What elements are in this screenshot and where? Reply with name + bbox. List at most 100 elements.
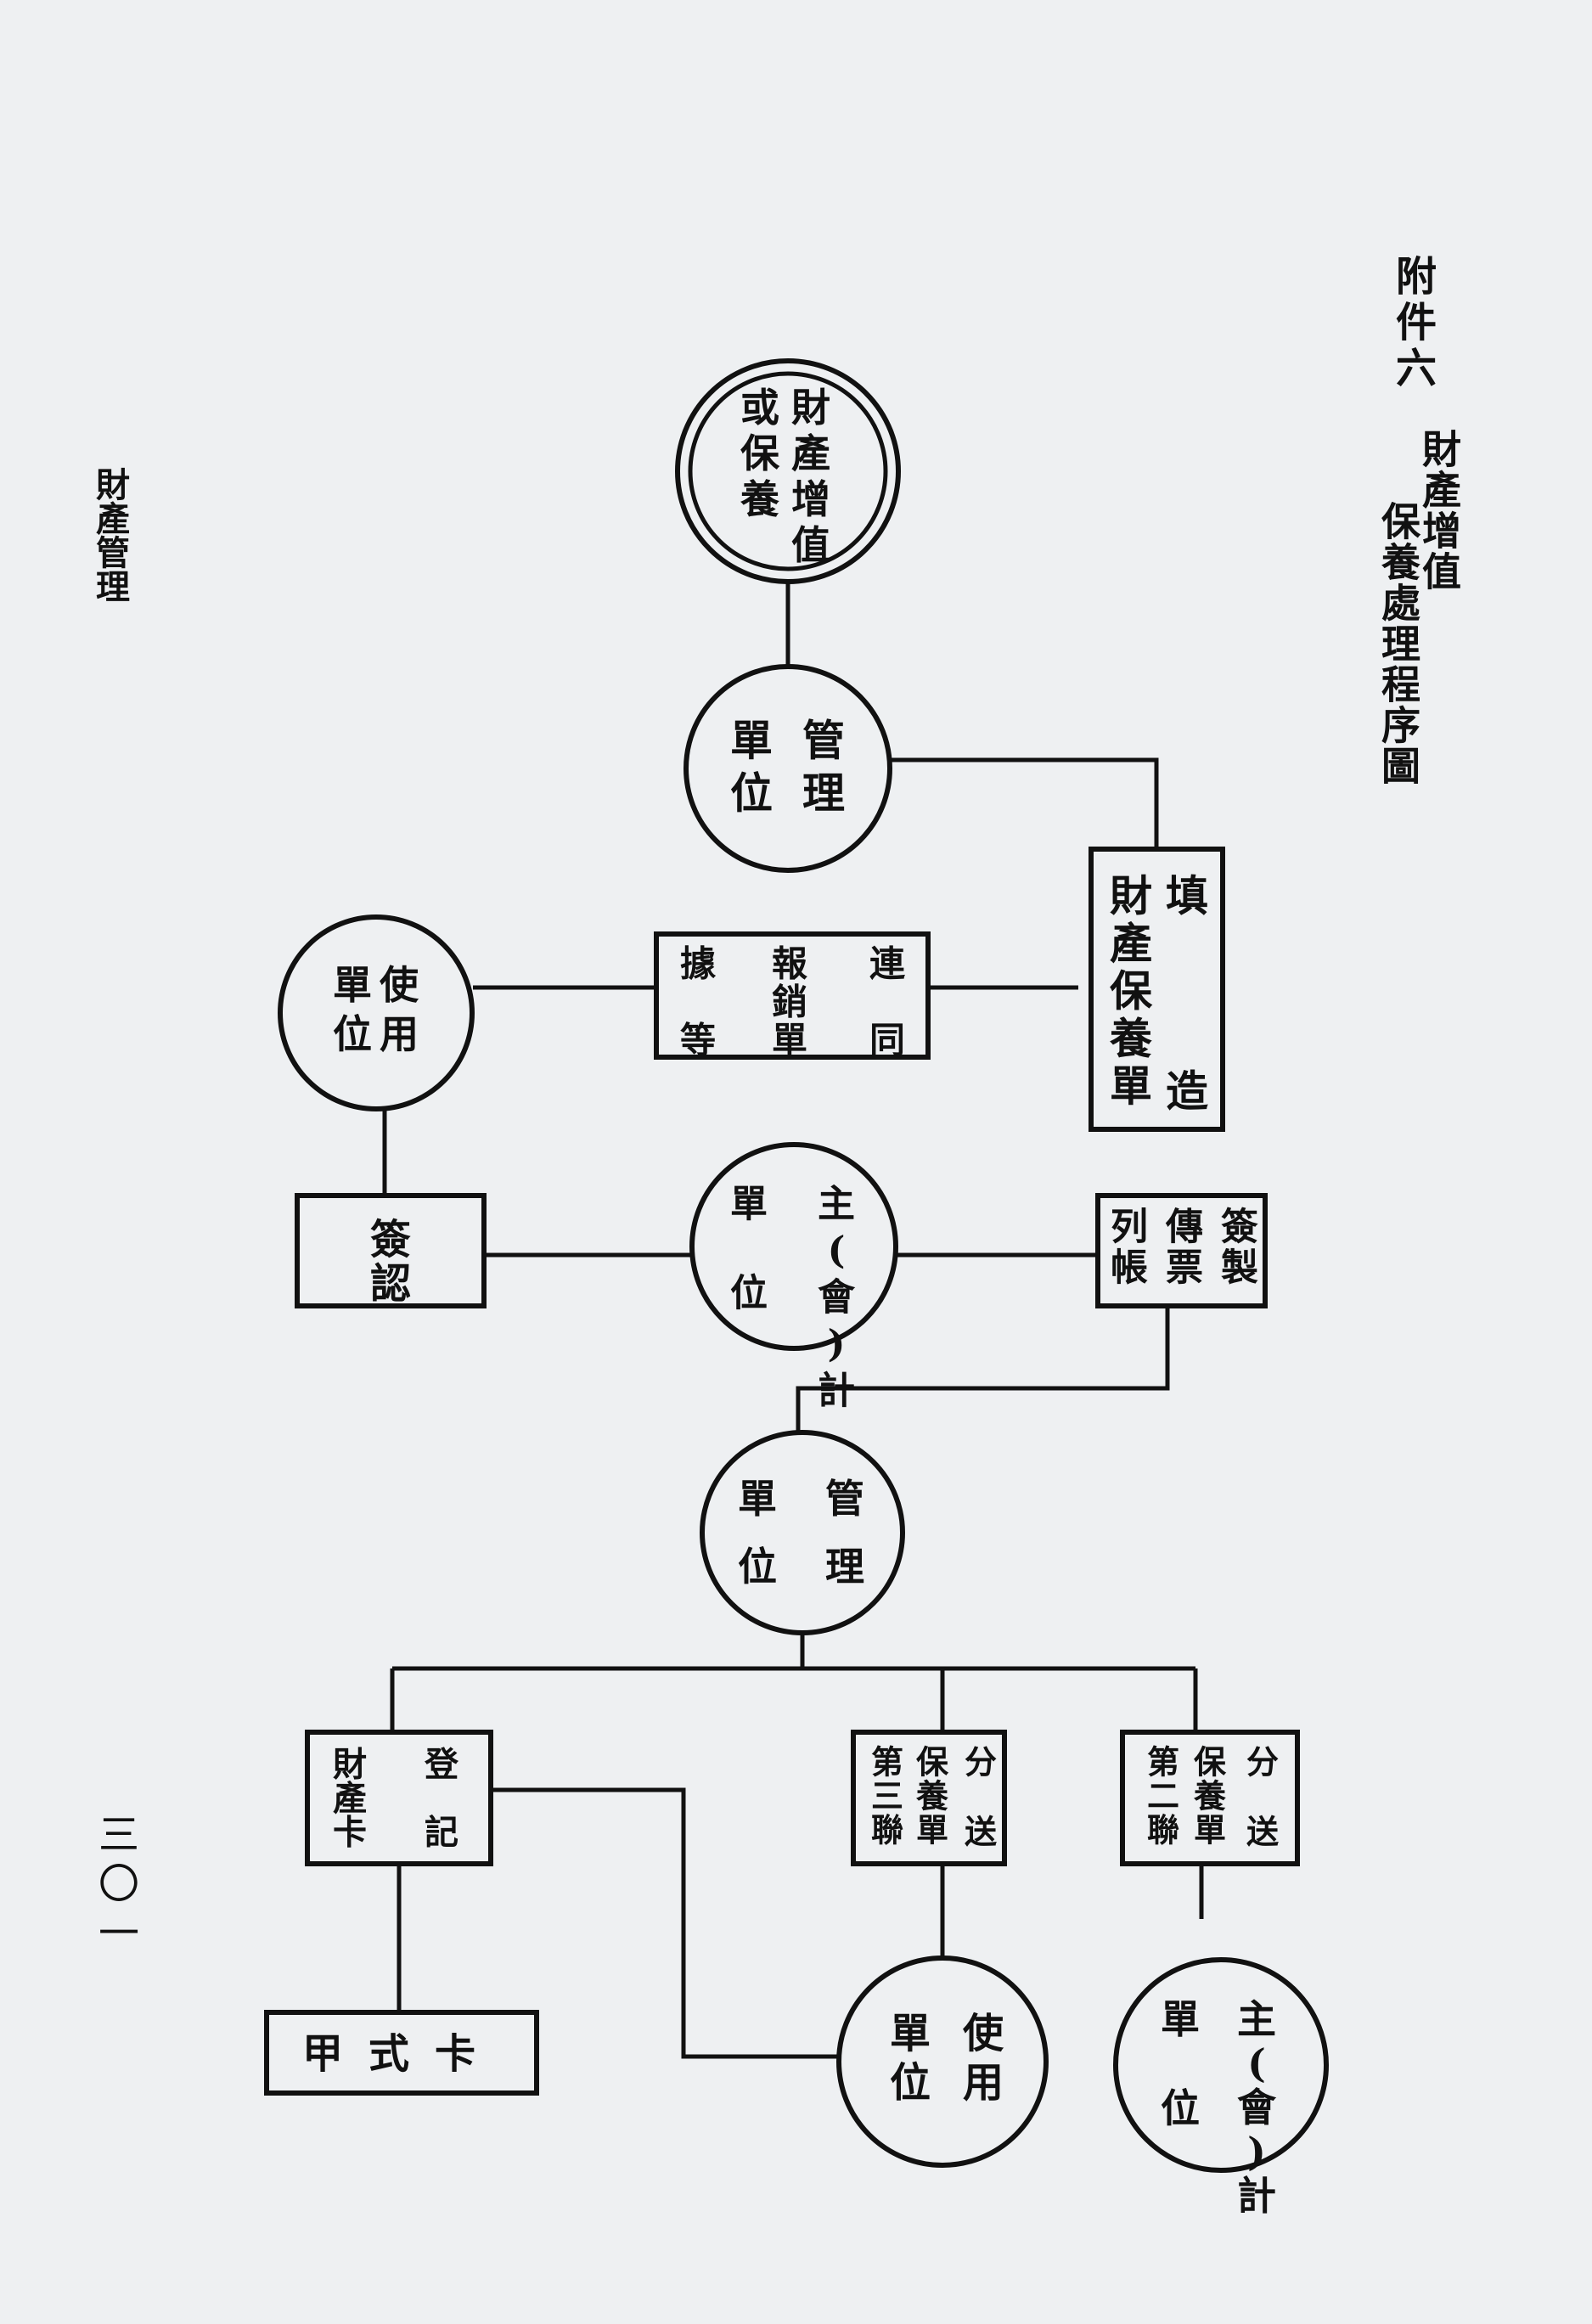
node-label-char: 用 [380, 1011, 419, 1057]
node-label-char: 理 [802, 768, 845, 819]
flow-node-n9: 管理 單位 [700, 1430, 905, 1635]
node-label-char: 理 [825, 1544, 864, 1590]
page-number: 三〇一 [91, 1813, 138, 1961]
node-label-char: 位 [738, 1544, 777, 1590]
node-label-char: 單 [333, 962, 372, 1008]
node-label-char: ) [828, 1323, 846, 1366]
node-label-char: 計 [818, 1370, 855, 1413]
node-label-char: ( [1247, 2040, 1266, 2086]
node-label-char: 第 [1147, 1743, 1179, 1781]
connector-line [892, 757, 1159, 849]
node-label-char: 單 [730, 716, 773, 766]
node-label: 甲式卡 [302, 2030, 501, 2078]
node-label-char: 使 [380, 962, 419, 1008]
node-label-char: 單 [1110, 1061, 1152, 1111]
node-label-char: 第 [871, 1743, 903, 1781]
node-label-char: 二 [1147, 1777, 1179, 1815]
node-label-char: 或 [740, 385, 779, 430]
node-label-char: 管 [802, 716, 845, 766]
figure-title-line-1: 財產增值 [1416, 429, 1462, 592]
node-label-char: 保 [1110, 966, 1153, 1016]
appendix-label: 附件六 [1388, 255, 1436, 392]
node-label-char: 記 [425, 1813, 458, 1853]
node-label-char: 養 [916, 1777, 948, 1815]
node-label-char: 位 [1161, 2085, 1200, 2131]
node-label-char: 票 [1166, 1246, 1203, 1290]
node-label-char: 值 [791, 522, 830, 568]
node-label-char: 養 [740, 476, 779, 522]
node-label-char: 簽 [1221, 1206, 1258, 1249]
node-label-char: 列 [1111, 1206, 1148, 1249]
node-label-char: 分 [965, 1743, 997, 1781]
node-label-char: 位 [730, 1272, 768, 1315]
node-label-char: 保 [740, 430, 780, 476]
node-label-char: 等 [680, 1020, 716, 1061]
node-label-char: 單 [738, 1476, 777, 1522]
node-label-char: 位 [730, 768, 773, 819]
node-label-char: 簽 [370, 1216, 411, 1263]
node-label-char: 保 [1194, 1743, 1227, 1781]
node-label-char: 產 [333, 1779, 367, 1819]
node-label-char: 登 [424, 1745, 459, 1785]
node-label-char: 保 [916, 1743, 949, 1781]
node-label-char: 帳 [1111, 1246, 1148, 1290]
node-label-char: 銷 [772, 982, 807, 1023]
node-label-char: 會 [818, 1276, 856, 1320]
figure-title-line-2: 保養處理程序圖 [1375, 501, 1421, 786]
node-label-char: 單 [730, 1183, 768, 1226]
node-label-char: 三 [871, 1777, 903, 1815]
flow-node-n13: 甲式卡 [264, 2010, 539, 2096]
node-label-char: 養 [1194, 1777, 1226, 1815]
node-label-char: 製 [1221, 1246, 1258, 1290]
node-label-char: 用 [963, 2059, 1004, 2107]
connector-line [491, 1787, 841, 2059]
node-label-char: 會 [1237, 2085, 1277, 2130]
node-label-char: 傳 [1165, 1206, 1203, 1249]
running-head: 財產管理 [90, 467, 130, 603]
node-label-char: 送 [1246, 1813, 1279, 1851]
node-label-char: 單 [1194, 1811, 1226, 1849]
node-label-char: 養 [1110, 1014, 1152, 1064]
node-label-char: 財 [333, 1745, 367, 1785]
node-label-char: 計 [1237, 2173, 1276, 2219]
node-label-char: 同 [869, 1020, 905, 1061]
node-label-char: ( [828, 1230, 846, 1273]
node-label-char: 位 [333, 1011, 372, 1057]
connector-line [796, 1306, 1170, 1443]
node-label-char: ) [1247, 2129, 1266, 2175]
node-label-char: 報 [772, 943, 807, 985]
node-label-char: 聯 [871, 1811, 903, 1849]
node-label-char: 位 [890, 2059, 931, 2107]
flow-node-n7: 主(會)計 單位 [689, 1142, 898, 1413]
node-label-char: 分 [1246, 1743, 1279, 1781]
node-label-char: 據 [680, 943, 717, 985]
node-label-char: 卡 [333, 1813, 367, 1853]
node-label-char: 聯 [1147, 1811, 1179, 1849]
node-label-char: 單 [772, 1020, 807, 1061]
flow-node-n10: 登記 財產卡 [305, 1730, 493, 1866]
node-label-char: 送 [965, 1813, 997, 1851]
node-label-char: 單 [916, 1811, 948, 1849]
node-label-char: 主 [818, 1183, 855, 1226]
node-label-char: 增 [791, 476, 830, 522]
node-label-char: 產 [1110, 919, 1152, 969]
node-label-char: 管 [825, 1476, 864, 1522]
node-label-char: 認 [370, 1260, 411, 1308]
node-label-char: 財 [1110, 871, 1152, 921]
node-label-char: 主 [1237, 1996, 1276, 2042]
flow-node-n15: 主(會)計 單位 [1113, 1957, 1329, 2219]
node-label-char: 單 [890, 2010, 931, 2057]
node-label-char: 財 [791, 385, 830, 430]
node-label-char: 使 [963, 2010, 1004, 2057]
node-label-char: 單 [1161, 1996, 1200, 2042]
